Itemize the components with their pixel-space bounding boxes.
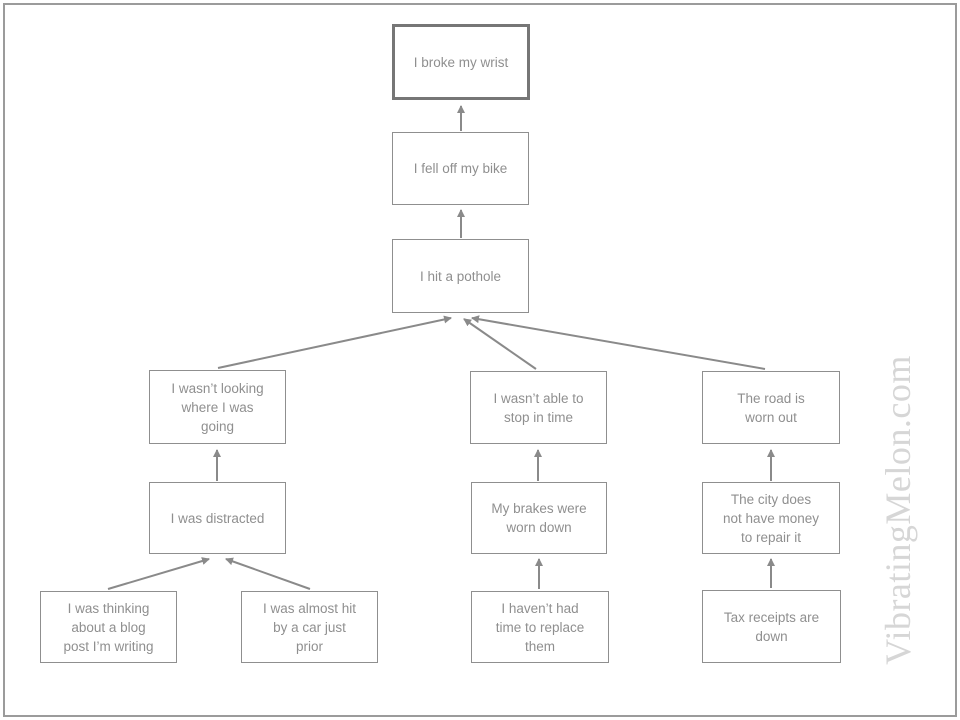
node-label: I was almost hit by a car just prior	[262, 600, 357, 654]
node-label: I fell off my bike	[413, 161, 508, 176]
node-cant-stop: I wasn’t able to stop in time	[470, 371, 607, 444]
node-label: I wasn’t looking where I was going	[171, 380, 264, 434]
node-no-time-replace: I haven’t had time to replace them	[471, 591, 609, 663]
node-label: I was distracted	[170, 510, 265, 526]
node-label: The road is worn out	[737, 390, 805, 425]
node-label: I was thinking about a blog post I’m wri…	[63, 600, 154, 654]
node-road-worn: The road is worn out	[702, 371, 840, 444]
node-tax-down: Tax receipts are down	[702, 590, 841, 663]
arrow-cantstop-to-pothole	[463, 318, 537, 370]
node-distracted: I was distracted	[149, 482, 286, 554]
node-not-looking: I wasn’t looking where I was going	[149, 370, 286, 444]
watermark: VibratingMelon.com	[878, 355, 918, 665]
node-label: The city does not have money to repair i…	[722, 491, 820, 545]
node-almost-hit: I was almost hit by a car just prior	[241, 591, 378, 663]
node-label: My brakes were worn down	[491, 501, 587, 535]
node-label: I wasn’t able to stop in time	[493, 390, 584, 425]
node-city-no-money: The city does not have money to repair i…	[702, 482, 840, 554]
node-label: Tax receipts are down	[723, 609, 820, 644]
arrow-almosthit-to-distracted	[225, 557, 311, 590]
node-brakes-worn: My brakes were worn down	[471, 482, 607, 554]
node-label: I hit a pothole	[419, 268, 502, 284]
node-label: I haven’t had time to replace them	[495, 600, 585, 654]
node-broke-wrist: I broke my wrist	[392, 24, 530, 100]
node-label: I broke my wrist	[413, 54, 509, 70]
arrow-notlooking-to-pothole	[217, 315, 452, 369]
node-blog-post: I was thinking about a blog post I’m wri…	[40, 591, 177, 663]
arrow-blog-to-distracted	[107, 557, 210, 590]
node-hit-pothole: I hit a pothole	[392, 239, 529, 313]
arrow-roadworn-to-pothole	[471, 315, 766, 370]
node-fell-off-bike: I fell off my bike	[392, 132, 529, 205]
